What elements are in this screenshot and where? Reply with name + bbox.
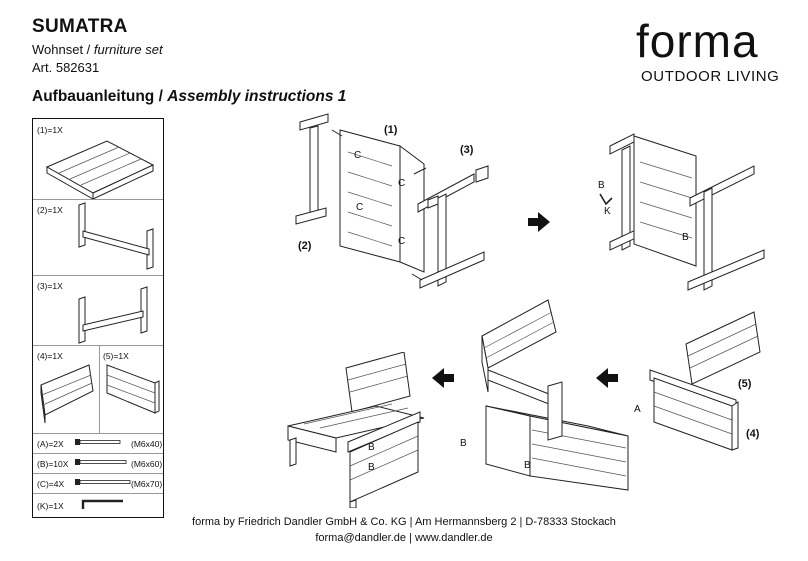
parts-divider: [33, 345, 163, 346]
callout-b-step5a: B: [368, 442, 375, 453]
callout-b-step4a: B: [460, 438, 467, 449]
parts-divider: [33, 453, 163, 454]
step1-frame-illustration: [295, 113, 489, 289]
product-subtitle: Wohnset / furniture set: [32, 42, 163, 57]
step4-exploded-illustration: [481, 299, 629, 491]
step2-frame-illustration: [609, 133, 765, 291]
parts-list: (1)=1X (2)=1X (3)=1X (4)=1X (5)=1X (A)=2…: [32, 118, 164, 518]
callout-c-1: C: [354, 150, 362, 161]
subtitle-en: furniture set: [93, 42, 163, 57]
parts-divider: [33, 493, 163, 494]
hardware-size-b: (M6x60): [131, 459, 163, 469]
brand-tagline: OUTDOOR LIVING: [641, 68, 780, 85]
allen-key-icon: [81, 499, 123, 509]
hardware-size-a: (M6x40): [131, 439, 163, 449]
subtitle-de: Wohnset /: [32, 42, 91, 57]
bolt-c-icon: [75, 479, 131, 485]
part-label-4: (4)=1X: [37, 351, 63, 361]
part-frame-right-illustration: [78, 286, 148, 344]
callout-c-3: C: [356, 202, 364, 213]
step5-chair-illustration: [287, 352, 425, 508]
callout-part5: (5): [738, 378, 752, 390]
hardware-size-c: (M6x70): [131, 479, 163, 489]
footer-address: forma by Friedrich Dandler GmbH & Co. KG…: [192, 516, 616, 528]
bolt-a-icon: [75, 439, 121, 445]
hardware-label-c: (C)=4X: [37, 479, 65, 489]
arrow-left-icon: [596, 368, 618, 388]
callout-part4: (4): [746, 428, 760, 440]
part-label-5: (5)=1X: [103, 351, 129, 361]
brand-logo: forma: [636, 15, 759, 67]
callout-b-step2: B: [598, 180, 605, 191]
callout-b-step5b: B: [368, 462, 375, 473]
arrow-right-icon: [528, 212, 550, 232]
callout-c-4: C: [398, 236, 406, 247]
callout-b-step4b: B: [524, 460, 531, 471]
parts-divider: [33, 275, 163, 276]
callout-part2: (2): [298, 240, 312, 252]
bolt-b-icon: [75, 459, 127, 465]
parts-divider: [33, 473, 163, 474]
callout-a: A: [634, 404, 641, 415]
hardware-label-a: (A)=2X: [37, 439, 64, 449]
part-armrest-right-illustration: [106, 364, 160, 414]
callout-part1: (1): [384, 124, 398, 136]
allen-key-small-icon: [599, 193, 613, 206]
parts-divider: [33, 433, 163, 434]
part-frame-left-illustration: [78, 202, 154, 270]
hardware-label-b: (B)=10X: [37, 459, 69, 469]
instructions-heading: Aufbauanleitung / Assembly instructions …: [32, 88, 346, 106]
part-armrest-left-illustration: [40, 364, 94, 424]
parts-divider: [33, 199, 163, 200]
part-seat-illustration: [45, 140, 155, 199]
callout-c-2: C: [398, 178, 406, 189]
part-label-1: (1)=1X: [37, 125, 63, 135]
footer-contact: forma@dandler.de | www.dandler.de: [315, 532, 493, 544]
product-title: SUMATRA: [32, 16, 128, 37]
article-number: Art. 582631: [32, 60, 100, 75]
part-label-3: (3)=1X: [37, 281, 63, 291]
callout-part3: (3): [460, 144, 474, 156]
step3-armrest-illustration: [649, 311, 761, 451]
callout-b-step2b: B: [682, 232, 689, 243]
callout-k-step2: K: [604, 206, 611, 217]
hardware-label-k: (K)=1X: [37, 501, 64, 511]
instructions-en: Assembly instructions 1: [167, 88, 347, 105]
instructions-de: Aufbauanleitung /: [32, 88, 163, 105]
arrow-left-icon: [432, 368, 454, 388]
part-label-2: (2)=1X: [37, 205, 63, 215]
parts-vertical-divider: [99, 345, 100, 433]
